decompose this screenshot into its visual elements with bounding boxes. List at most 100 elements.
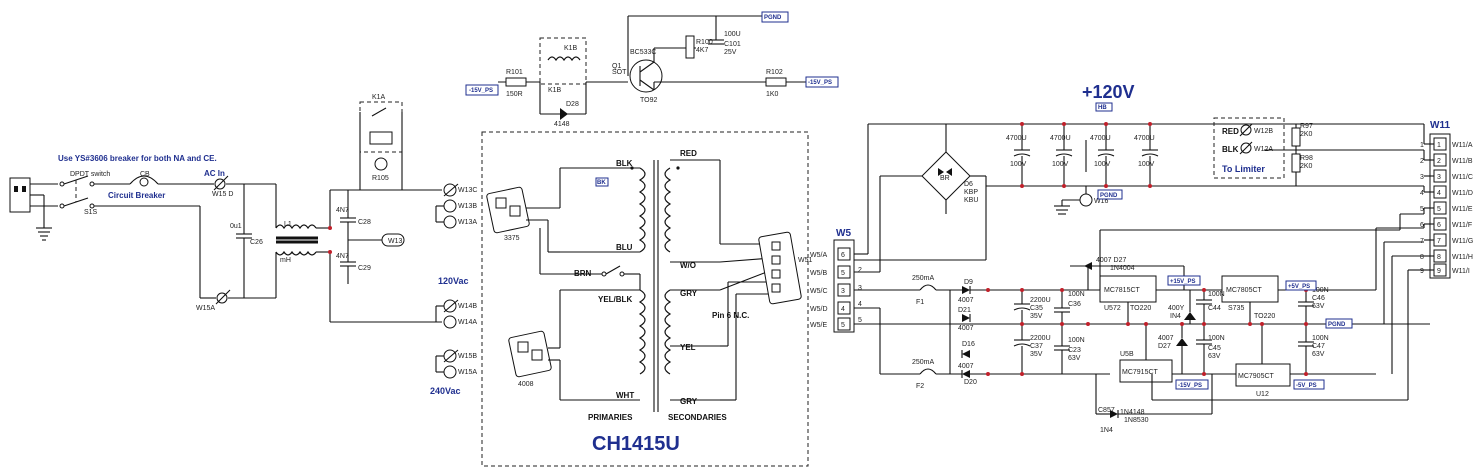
svg-text:3375: 3375 xyxy=(504,235,520,242)
svg-text:4700U: 4700U xyxy=(1006,135,1027,142)
svg-text:100N: 100N xyxy=(1068,291,1085,298)
wire-yel-blk: YEL/BLK xyxy=(598,295,632,304)
svg-text:4700U: 4700U xyxy=(1134,135,1155,142)
svg-text:C36: C36 xyxy=(1068,301,1081,308)
svg-text:4N7: 4N7 xyxy=(336,207,349,214)
svg-text:100N: 100N xyxy=(1312,335,1329,342)
svg-text:BR: BR xyxy=(940,175,950,182)
svg-text:2200U: 2200U xyxy=(1030,297,1051,304)
svg-text:K1B: K1B xyxy=(564,45,578,52)
svg-text:4: 4 xyxy=(841,306,845,313)
blk-label: BLK xyxy=(1222,145,1239,154)
svg-text:W5/C: W5/C xyxy=(810,288,828,295)
svg-text:100V: 100V xyxy=(1052,161,1069,168)
svg-text:1K0: 1K0 xyxy=(766,91,779,98)
svg-text:W5/D: W5/D xyxy=(810,306,828,313)
svg-text:D20: D20 xyxy=(964,379,977,386)
svg-text:7: 7 xyxy=(1420,238,1424,245)
to-limiter-label: To Limiter xyxy=(1222,164,1265,174)
svg-text:100V: 100V xyxy=(1138,161,1155,168)
relay-driver-section: -15V_PS R101 150R K1B K1B D28 4148 BC533… xyxy=(465,11,839,128)
svg-text:PGND: PGND xyxy=(1100,193,1118,199)
ac-in-terminal-bottom: W15A xyxy=(196,289,231,312)
w11-label: W11 xyxy=(1430,120,1450,131)
svg-text:4007: 4007 xyxy=(1158,335,1174,342)
fuse-f2: 250mA F2 xyxy=(912,359,937,390)
svg-text:W12A: W12A xyxy=(1254,146,1273,153)
svg-text:S1S: S1S xyxy=(84,209,98,216)
svg-text:MC7805CT: MC7805CT xyxy=(1226,287,1263,294)
to-limiter-box: RED BLK W12B W12A To Limiter xyxy=(1213,117,1285,179)
w5-pin-d: 4 W5/D xyxy=(810,301,851,315)
transformer-ch1415u: BLK BLU BRN YEL/BLK WHT BK 3375 4008 xyxy=(481,131,813,467)
svg-text:W15B: W15B xyxy=(458,353,477,360)
svg-text:W15A: W15A xyxy=(458,369,477,376)
svg-text:TO220: TO220 xyxy=(1130,305,1151,312)
svg-text:R98: R98 xyxy=(1300,155,1313,162)
svg-text:C37: C37 xyxy=(1030,343,1043,350)
svg-text:C35: C35 xyxy=(1030,305,1043,312)
connector-w5: W5 6W5/A 5W5/B 3W5/C 4W5/D 5W5/E 2 3 4 5 xyxy=(810,228,862,333)
svg-text:150R: 150R xyxy=(506,91,523,98)
svg-text:4: 4 xyxy=(1437,190,1441,197)
ac-in-label: AC In xyxy=(204,169,225,178)
primary-connector-2: 4008 xyxy=(508,330,552,388)
svg-text:L1: L1 xyxy=(284,221,292,228)
svg-text:BK: BK xyxy=(597,180,606,186)
svg-text:TO220: TO220 xyxy=(1254,313,1275,320)
svg-text:5: 5 xyxy=(1437,206,1441,213)
plus120v-label: +120V xyxy=(1082,82,1135,102)
svg-text:R97: R97 xyxy=(1300,123,1313,130)
svg-text:5: 5 xyxy=(1420,206,1424,213)
svg-text:8: 8 xyxy=(1437,254,1441,261)
svg-text:W11/G: W11/G xyxy=(1452,238,1473,245)
svg-text:W11/F: W11/F xyxy=(1452,222,1472,229)
svg-text:5: 5 xyxy=(858,317,862,324)
svg-text:4K7: 4K7 xyxy=(696,47,709,54)
label-120vac: 120Vac xyxy=(438,276,469,286)
svg-text:6: 6 xyxy=(841,252,845,259)
svg-text:U572: U572 xyxy=(1104,305,1121,312)
svg-text:HB: HB xyxy=(1098,105,1107,111)
regulator-u4-mc7905: MC7905CT U12 xyxy=(1235,363,1291,398)
svg-text:C23: C23 xyxy=(1068,347,1081,354)
svg-text:63V: 63V xyxy=(1312,351,1325,358)
circuit-breaker: CB xyxy=(129,171,159,187)
svg-text:W5/A: W5/A xyxy=(810,252,827,259)
svg-text:DPDT switch: DPDT switch xyxy=(70,171,110,178)
svg-text:KBU: KBU xyxy=(964,197,978,204)
svg-text:4007: 4007 xyxy=(958,363,974,370)
svg-text:F2: F2 xyxy=(916,383,924,390)
breaker-note: Use YS#3606 breaker for both NA and CE. xyxy=(58,154,217,163)
svg-text:-15V_PS: -15V_PS xyxy=(469,88,493,94)
regulator-u1-mc7815: MC7815CT U572 TO220 xyxy=(1099,275,1157,312)
svg-text:9: 9 xyxy=(1420,268,1424,275)
svg-text:MC7905CT: MC7905CT xyxy=(1238,373,1275,380)
svg-text:+15V_PS: +15V_PS xyxy=(1170,279,1196,285)
svg-text:W12B: W12B xyxy=(1254,128,1273,135)
q1-label: BC533C xyxy=(630,49,656,56)
svg-text:4700U: 4700U xyxy=(1090,135,1111,142)
svg-text:4N7: 4N7 xyxy=(336,253,349,260)
primary-connector-1: 3375 xyxy=(486,186,530,242)
ground-symbol-1 xyxy=(36,227,52,241)
svg-text:-5V_PS: -5V_PS xyxy=(1296,383,1317,389)
label-240vac: 240Vac xyxy=(430,386,461,396)
svg-text:W5/E: W5/E xyxy=(810,322,827,329)
common-mode-choke-l1: L1 mH xyxy=(275,184,330,298)
transformer-label: CH1415U xyxy=(592,433,680,455)
svg-text:100V: 100V xyxy=(1010,161,1027,168)
svg-text:100V: 100V xyxy=(1094,161,1111,168)
svg-text:W11/D: W11/D xyxy=(1452,190,1473,197)
primaries-label: PRIMARIES xyxy=(588,413,633,422)
svg-text:1: 1 xyxy=(1437,142,1441,149)
svg-text:1N4148: 1N4148 xyxy=(1120,409,1145,416)
svg-text:100N: 100N xyxy=(1208,335,1225,342)
svg-text:D21: D21 xyxy=(958,307,971,314)
svg-text:K1A: K1A xyxy=(372,94,386,101)
svg-text:C28: C28 xyxy=(358,219,371,226)
svg-text:W15 D: W15 D xyxy=(212,191,233,198)
rectifier-120v-section: +120V HB BR D6 KBP KBU 4700U xyxy=(854,82,1424,273)
